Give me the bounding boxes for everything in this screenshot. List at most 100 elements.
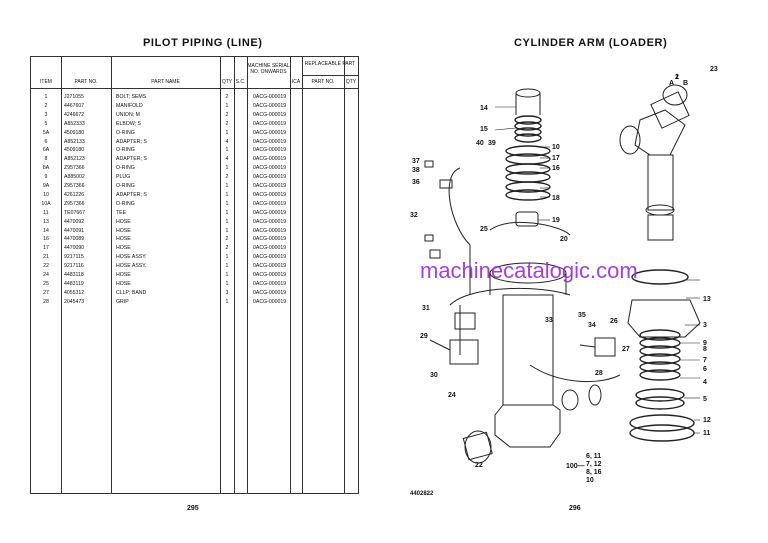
- cell-part-name: O-RING: [116, 147, 135, 154]
- callout-37: 37: [412, 158, 420, 165]
- cell-part-no: 4055312: [64, 289, 85, 296]
- cell-part-no: 4467607: [64, 102, 85, 109]
- cell-item: 5: [44, 120, 48, 127]
- callout-6: 6: [703, 366, 707, 373]
- cell-serial: 0ACG-000019: [253, 227, 287, 234]
- header-replaceable: REPLACEABLE PART: [304, 61, 356, 67]
- callout-15: 15: [480, 126, 488, 133]
- callout-10: 10: [552, 144, 560, 151]
- cell-item: 28: [43, 298, 49, 305]
- cell-part-name: HOSE ASSY.: [116, 263, 147, 270]
- cell-serial: 0ACG-000019: [253, 120, 287, 127]
- cell-qty: 1: [225, 102, 229, 109]
- cell-part-name: ADAPTER; S: [116, 156, 147, 163]
- cell-part-name: UNION; M: [116, 111, 140, 118]
- cell-item: 17: [43, 245, 49, 252]
- cell-part-name: TEE: [116, 209, 127, 216]
- cell-part-name: HOSE: [116, 245, 131, 252]
- callout-25: 25: [480, 226, 488, 233]
- kit-note-line: 7, 12: [586, 461, 602, 468]
- callout-labels: 1234567891011121314151617181920222324252…: [410, 66, 718, 484]
- header-qty: QTY: [221, 79, 233, 85]
- cell-item: 10A: [41, 200, 51, 207]
- cell-part-name: HOSE: [116, 227, 131, 234]
- cell-serial: 0ACG-000019: [253, 280, 287, 287]
- cell-qty: 1: [225, 191, 229, 198]
- cell-part-no: 4470090: [64, 245, 85, 252]
- cell-part-no: 4470092: [64, 218, 85, 225]
- cell-item: 2: [44, 102, 48, 109]
- cell-part-no: 4483119: [64, 280, 84, 287]
- callout-1: 1: [675, 74, 679, 81]
- cell-part-no: A852133: [64, 138, 85, 145]
- left-page-number: 295: [187, 505, 199, 512]
- callout-3: 3: [703, 322, 707, 329]
- cell-qty: 2: [225, 111, 229, 118]
- callout-26: 26: [610, 318, 618, 325]
- cell-part-name: O-RING: [116, 165, 135, 172]
- cell-serial: 0ACG-000019: [253, 138, 287, 145]
- cell-part-name: GRIP: [116, 298, 129, 305]
- callout-A: A: [669, 80, 674, 87]
- table-row: 2 4467607 MANIFOLD 1 0ACG-000019: [31, 102, 358, 111]
- cell-part-no: J271055: [64, 94, 84, 100]
- cell-serial: 0ACG-000019: [253, 94, 287, 100]
- cell-serial: 0ACG-000019: [253, 183, 287, 189]
- cell-serial: 0ACG-000019: [253, 111, 287, 118]
- callout-17: 17: [552, 155, 560, 162]
- cell-serial: 0ACG-000019: [253, 263, 287, 270]
- cell-item: 8: [44, 156, 48, 163]
- cell-part-no: A852333: [64, 120, 85, 127]
- cell-serial: 0ACG-000019: [253, 254, 287, 261]
- cell-qty: 2: [225, 94, 229, 100]
- cell-serial: 0ACG-000019: [253, 191, 287, 198]
- cell-part-no: 2045473: [64, 298, 85, 305]
- callout-5: 5: [703, 396, 707, 403]
- callout-2: 2: [675, 74, 679, 81]
- cell-item: 5A: [42, 129, 50, 136]
- cell-item: 10: [43, 191, 49, 198]
- header-item: ITEM: [40, 79, 52, 85]
- cell-item: 9A: [42, 183, 50, 189]
- cell-part-name: CLLP; BAND: [116, 289, 147, 296]
- cell-item: 9: [44, 174, 48, 181]
- header-serial: MACHINE SERIAL NO. ONWARDS: [247, 63, 290, 75]
- cell-qty: 1: [225, 272, 229, 278]
- cell-part-no: 4509180: [64, 129, 85, 136]
- cell-part-no: 4483118: [64, 272, 84, 278]
- callout-31: 31: [422, 305, 430, 312]
- cell-qty: 1: [225, 263, 229, 270]
- cell-part-name: BOLT; SEMS: [116, 94, 147, 100]
- cell-serial: 0ACG-000019: [253, 156, 287, 163]
- cell-part-name: PLUG: [116, 174, 131, 181]
- cell-part-no: A852123: [64, 156, 85, 163]
- cell-item: 8A: [42, 165, 50, 172]
- cell-qty: 4: [225, 138, 229, 145]
- cell-qty: 1: [225, 227, 229, 234]
- cell-part-name: HOSE: [116, 236, 131, 243]
- callout-16: 16: [552, 165, 560, 172]
- cell-part-name: HOSE: [116, 272, 131, 278]
- callout-4: 4: [703, 379, 707, 386]
- cell-item: 24: [43, 272, 49, 278]
- cell-qty: 1: [225, 129, 229, 136]
- cell-item: 6A: [42, 147, 50, 154]
- cell-serial: 0ACG-000019: [253, 102, 287, 109]
- cell-item: 25: [43, 280, 49, 287]
- cell-part-name: HOSE: [116, 280, 131, 287]
- cell-part-name: MANIFOLD: [116, 102, 143, 109]
- cell-qty: 1: [225, 200, 229, 207]
- callout-39: 39: [488, 140, 496, 147]
- cell-item: 14: [43, 227, 49, 234]
- header-ica: ICA: [291, 79, 301, 85]
